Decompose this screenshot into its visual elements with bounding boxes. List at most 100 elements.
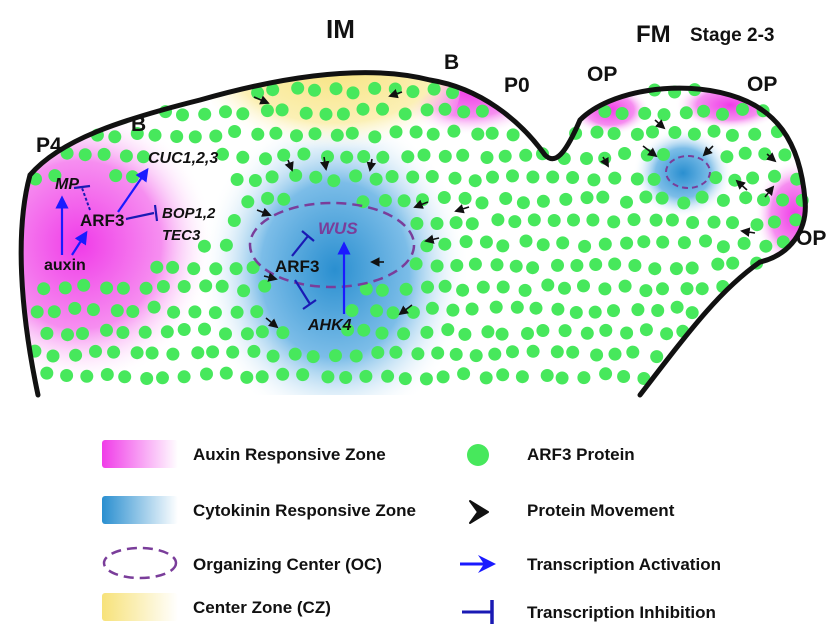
arf3-protein-dot <box>577 371 591 385</box>
arf3-protein-dot <box>130 346 144 360</box>
arf3-protein-dot <box>508 215 522 229</box>
arf3-protein-dot <box>228 125 242 138</box>
arf3-protein-dot <box>599 323 613 337</box>
arf3-protein-dot <box>227 214 241 227</box>
legend-auxin-text: Auxin Responsive Zone <box>193 445 386 464</box>
arf3-protein-dot <box>436 370 450 384</box>
arf3-protein-dot <box>685 261 699 275</box>
arf3-protein-dot <box>720 150 734 164</box>
arf3-protein-dot <box>475 104 489 118</box>
b-left-label: B <box>131 113 146 136</box>
activation-arrow <box>117 167 149 213</box>
arf3-protein-dot <box>177 323 191 336</box>
arf3-protein-dot <box>406 85 420 99</box>
arf3-protein-dot <box>107 345 121 359</box>
arf3-protein-dot <box>650 350 664 364</box>
arf3-protein-dot <box>728 173 742 187</box>
arf3-protein-dot <box>187 262 201 276</box>
legend-movement-text: Protein Movement <box>527 501 675 520</box>
arf3-protein-dot <box>438 279 452 293</box>
arf3-protein-dot <box>370 304 384 318</box>
inhibition-line <box>291 235 309 257</box>
arf3-protein-dot <box>566 345 580 359</box>
arf3-protein-dot <box>489 300 503 314</box>
arf3-protein-dot <box>669 262 683 276</box>
arf3-protein-dot <box>349 169 363 183</box>
arf3-protein-dot <box>166 260 180 274</box>
arf3-protein-dot <box>430 217 444 230</box>
arf3-protein-dot <box>406 170 420 184</box>
arf3-protein-dot <box>697 104 711 118</box>
arf3-protein-dot <box>369 172 383 186</box>
arf3-protein-dot <box>618 279 632 293</box>
arf3-protein-dot <box>485 126 499 140</box>
arf3-protein-dot <box>236 150 250 164</box>
arf3-protein-dot <box>607 215 621 229</box>
arf3-protein-dot <box>569 306 583 319</box>
arf3-protein-dot <box>459 235 473 249</box>
arf3-protein-dot <box>546 170 560 184</box>
arf3-protein-dot <box>648 262 662 276</box>
arf3-protein-dot <box>209 262 223 276</box>
arf3-protein-dot <box>336 107 350 121</box>
arf3-protein-dot <box>536 324 550 337</box>
arf3-protein-dot <box>255 325 269 339</box>
arf3-protein-dot <box>375 283 389 297</box>
arf3-protein-dot <box>138 325 152 339</box>
arf3-protein-dot <box>46 349 60 363</box>
arf3-protein-dot <box>496 368 510 382</box>
fm-label: FM <box>636 21 671 48</box>
mp-label: MP <box>55 176 79 193</box>
arf3-protein-dot <box>276 367 290 381</box>
center-network: WUS ARF3 AHK4 <box>275 219 358 334</box>
arf3-protein-dot <box>77 278 91 292</box>
inhibition-line <box>125 211 155 221</box>
arf3-protein-dot <box>191 346 205 360</box>
arf3-protein-dot <box>757 193 770 207</box>
arf3-protein-dot <box>768 169 781 183</box>
inhibition-line <box>294 279 311 305</box>
arf3-protein-dot <box>457 105 471 119</box>
arf3-protein-dot <box>527 213 541 227</box>
arf3-protein-dot <box>357 323 371 337</box>
arf3-protein-dot <box>97 147 111 161</box>
arf3-protein-dot <box>219 238 233 252</box>
arf3-protein-dot <box>376 102 389 116</box>
legend-cz-text: Center Zone (CZ) <box>193 598 331 617</box>
arf3-protein-dot <box>258 279 272 293</box>
arf3-protein-dot <box>411 347 425 361</box>
arf3-protein-dot <box>506 345 519 359</box>
arf3-protein-dot <box>646 125 659 139</box>
arf3-protein-dot <box>656 282 669 296</box>
arf3-protein-dot <box>639 190 653 204</box>
movement-arrows <box>253 89 777 329</box>
arf3-protein-dot <box>639 284 653 298</box>
arf3-protein-dot <box>321 370 335 384</box>
arf3-protein-dot <box>219 327 232 341</box>
arf3-protein-dot <box>409 125 423 139</box>
arf3-protein-dot <box>80 369 94 383</box>
arf3-protein-dot <box>130 127 144 140</box>
arf3-protein-dot <box>620 236 634 250</box>
arf3-protein-dot <box>647 172 661 186</box>
arf3-protein-dot <box>590 348 604 362</box>
arf3-protein-dot <box>567 213 580 227</box>
arf3-protein-dot <box>555 371 569 385</box>
tissue-outline <box>18 70 808 398</box>
arf3-protein-dot <box>695 282 709 296</box>
cuc-label: CUC1,2,3 <box>148 150 218 167</box>
arf3-protein-dot <box>640 148 654 162</box>
left-network: MP ARF3 auxin CUC1,2,3 BOP1,2 TEC3 <box>44 150 218 274</box>
arf3-protein-dot <box>349 349 363 363</box>
stage-label: Stage 2-3 <box>690 25 774 46</box>
arf3-protein-dot <box>680 282 694 296</box>
arf3-protein-dot <box>247 344 261 358</box>
arf3-protein-dot <box>471 127 485 141</box>
legend-activation-text: Transcription Activation <box>527 555 721 574</box>
arf3-protein-dot <box>580 152 593 165</box>
b-right-label: B <box>444 51 459 74</box>
arf3-protein-dot <box>468 174 482 188</box>
arf3-protein-dot <box>89 344 102 358</box>
arf3-protein-dot <box>188 130 202 144</box>
